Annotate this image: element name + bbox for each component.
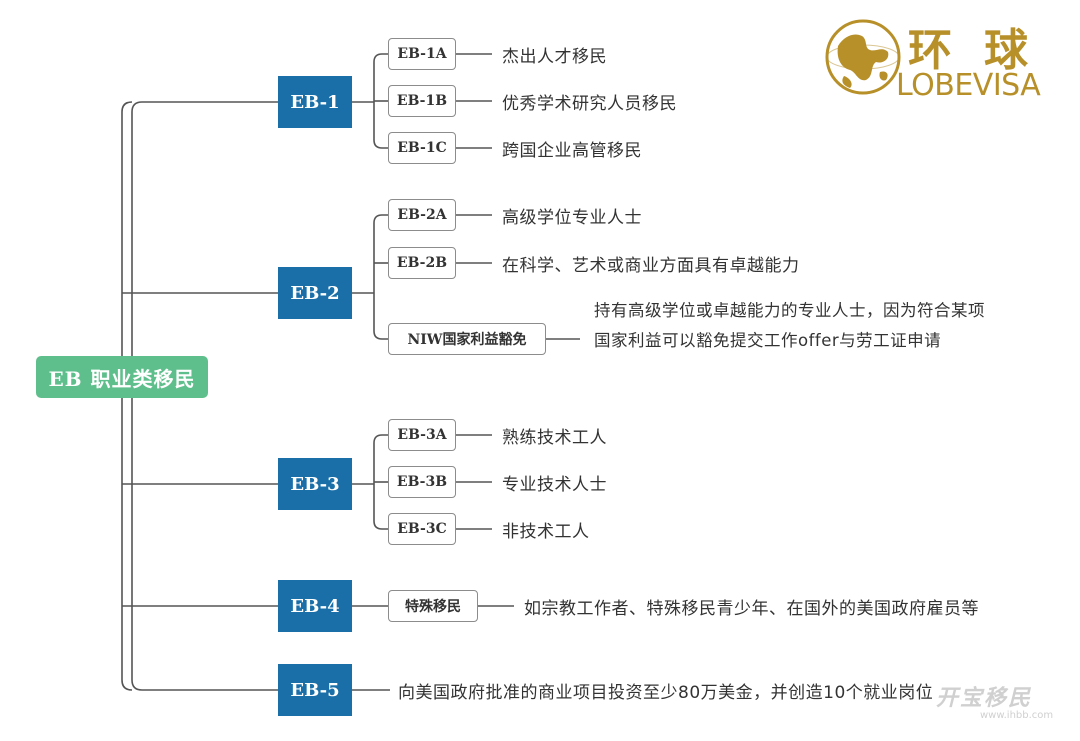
- description-eb3b: 专业技术人士: [502, 475, 607, 495]
- category-eb5: EB-5: [278, 664, 352, 716]
- subcategory-special: 特殊移民: [388, 590, 478, 622]
- logo-english-text: LOBEVISA: [896, 68, 1041, 103]
- trunk-line: [131, 398, 278, 691]
- root-node: EB 职业类移民: [36, 356, 208, 398]
- trunk-line: [121, 398, 133, 691]
- description-eb3c: 非技术工人: [502, 522, 590, 542]
- category-eb2: EB-2: [278, 267, 352, 319]
- branch-line: [373, 214, 388, 340]
- subcategory-eb1c: EB-1C: [388, 132, 456, 164]
- trunk-line: [121, 101, 133, 356]
- description-eb2a: 高级学位专业人士: [502, 208, 642, 228]
- subcategory-eb2b: EB-2B: [388, 247, 456, 279]
- category-eb1: EB-1: [278, 76, 352, 128]
- subcategory-eb1a: EB-1A: [388, 38, 456, 70]
- subcategory-niw: NIW国家利益豁免: [388, 323, 546, 355]
- category-eb4: EB-4: [278, 580, 352, 632]
- subcategory-eb1b: EB-1B: [388, 85, 456, 117]
- description-eb2b: 在科学、艺术或商业方面具有卓越能力: [502, 256, 800, 276]
- trunk-line: [131, 101, 278, 356]
- description-eb1b: 优秀学术研究人员移民: [502, 94, 677, 114]
- brand-logo: 环球 LOBEVISA: [824, 14, 1064, 103]
- description-eb4: 如宗教工作者、特殊移民青少年、在国外的美国政府雇员等: [524, 599, 979, 619]
- watermark: 开宝移民: [936, 686, 1033, 711]
- watermark-url: www.ihbb.com: [980, 710, 1054, 721]
- globe-icon: [825, 19, 901, 95]
- subcategory-eb3a: EB-3A: [388, 419, 456, 451]
- description-eb5: 向美国政府批准的商业项目投资至少80万美金，并创造10个就业岗位: [398, 683, 934, 703]
- subcategory-eb2a: EB-2A: [388, 199, 456, 231]
- subcategory-eb3c: EB-3C: [388, 513, 456, 545]
- logo-chinese-text: 环球: [908, 25, 1060, 76]
- subcategory-eb3b: EB-3B: [388, 466, 456, 498]
- category-eb3: EB-3: [278, 458, 352, 510]
- description-eb1a: 杰出人才移民: [502, 47, 607, 67]
- description-niw: 持有高级学位或卓越能力的专业人士，因为符合某项国家利益可以豁免提交工作offer…: [594, 301, 985, 350]
- description-eb3a: 熟练技术工人: [502, 428, 607, 448]
- description-eb1c: 跨国企业高管移民: [502, 141, 642, 161]
